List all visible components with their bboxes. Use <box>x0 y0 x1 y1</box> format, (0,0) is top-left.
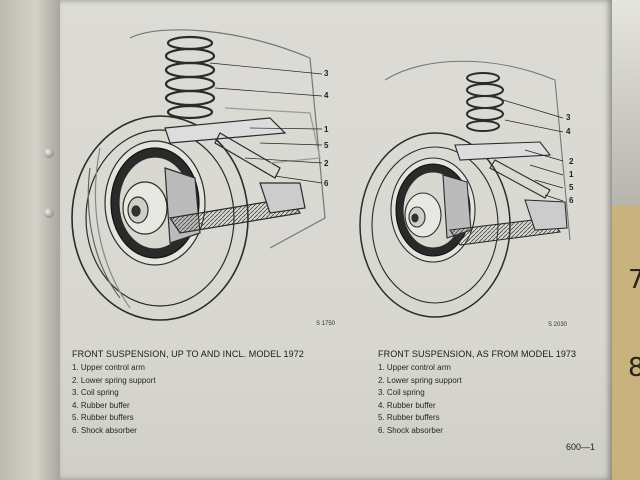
callout-label: 2 <box>324 159 329 168</box>
legend-item: 1. Upper control arm <box>72 363 145 372</box>
ruler-digit: 8 <box>628 353 640 383</box>
legend-item: 5. Rubber buffers <box>72 413 134 422</box>
figure-caption: FRONT SUSPENSION, UP TO AND INCL. MODEL … <box>72 349 304 359</box>
legend-item: 4. Rubber buffer <box>72 400 130 410</box>
legend-item: 2. Lower spring support <box>378 375 462 385</box>
legend-item: 6. Shock absorber <box>378 425 443 435</box>
ruler-digit: 7 <box>628 265 640 295</box>
legend-item: 5. Rubber buffers <box>378 413 440 422</box>
callout-label: 4 <box>324 91 329 100</box>
binder-ring <box>44 208 54 218</box>
callout-label: 3 <box>566 113 571 122</box>
legend-item: 4. Rubber buffer <box>378 400 436 410</box>
adjacent-page <box>0 0 60 480</box>
legend-item: 1. Upper control arm <box>378 363 451 372</box>
legend-item: 6. Shock absorber <box>72 425 137 435</box>
legend-item: 3. Coil spring <box>72 388 119 397</box>
legend-item: 2. Lower spring support <box>72 375 156 385</box>
callout-label: 6 <box>324 179 329 188</box>
binder-ring <box>44 148 54 158</box>
callout-label: 5 <box>569 183 574 192</box>
legend-item: 3. Coil spring <box>378 388 425 397</box>
callout-label: 6 <box>569 196 574 205</box>
callout-label: 1 <box>569 170 574 179</box>
page-number: 600—1 <box>566 442 596 452</box>
figure-serial: S 1750 <box>316 321 336 327</box>
callout-label: 2 <box>569 157 574 166</box>
figure-caption: FRONT SUSPENSION, AS FROM MODEL 1973 <box>378 349 577 359</box>
parts-legend: 1. Upper control arm 2. Lower spring sup… <box>72 362 156 437</box>
suspension-illustration-1973 <box>359 60 571 318</box>
callout-label: 4 <box>566 127 571 136</box>
callout-label: 5 <box>324 141 329 150</box>
suspension-illustration-1972 <box>71 29 326 321</box>
background-sheet <box>612 0 640 205</box>
figure-serial: S 2030 <box>548 322 568 328</box>
callout-label: 3 <box>324 69 329 78</box>
parts-legend: 1. Upper control arm 2. Lower spring sup… <box>378 362 462 437</box>
ruler: 7 8 <box>612 205 640 480</box>
callout-label: 1 <box>324 125 329 134</box>
